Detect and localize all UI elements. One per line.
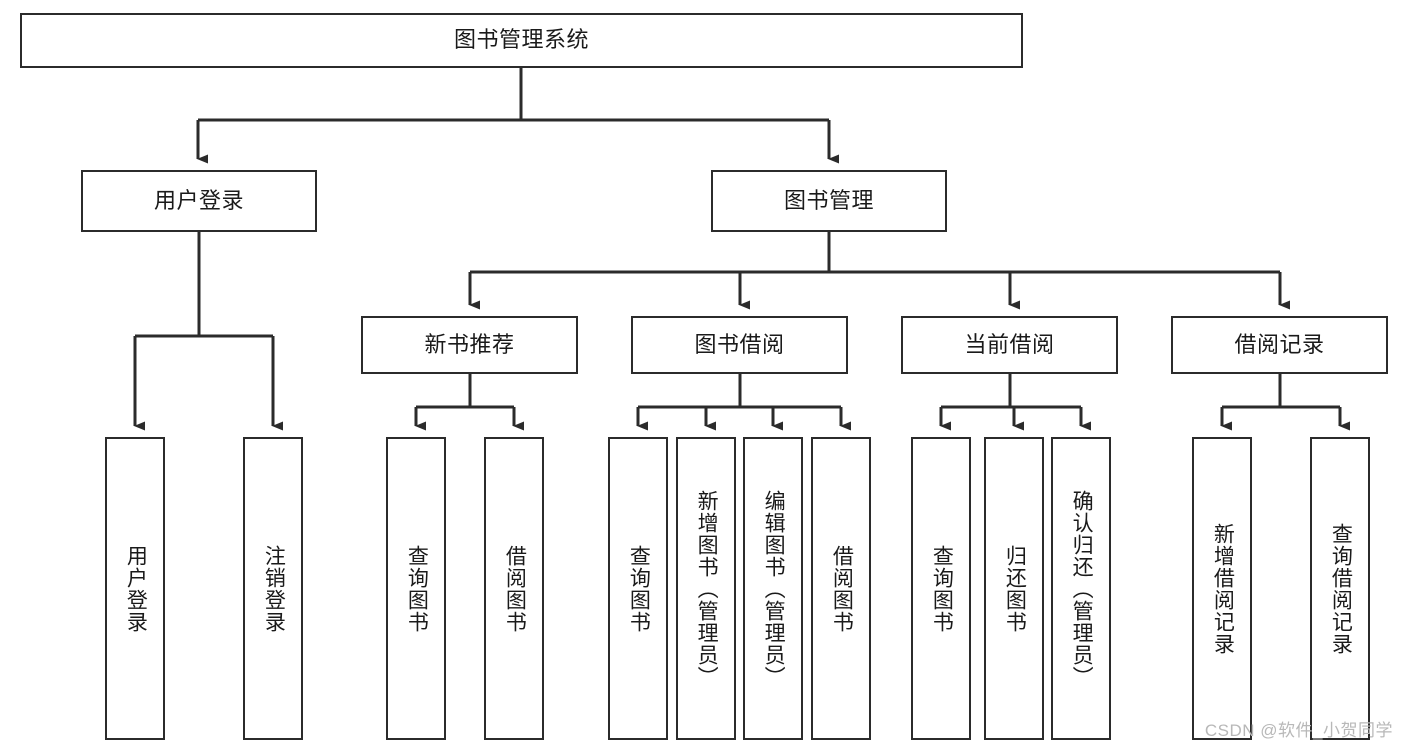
edges-userlogin-to-leaves [133,232,283,431]
node-new-book-recommend-label: 新书推荐 [424,331,515,357]
node-user-login[interactable]: 用户登录 [81,170,317,232]
edges-newbook-to-leaves [414,374,524,431]
node-root-label: 图书管理系统 [453,27,589,53]
leaf-query-book-current-label: 查询图书 [930,544,954,633]
node-book-manage-label: 图书管理 [783,187,874,213]
leaf-query-book-recommend[interactable]: 查询图书 [386,437,446,740]
edges-borrowrecord-to-leaves [1220,374,1350,431]
leaf-edit-book-label: 编辑图书（管理员） [762,489,786,688]
edges-root-to-level2 [196,68,839,164]
leaf-logout[interactable]: 注销登录 [243,437,303,740]
edges-bookborrow-to-leaves [636,374,851,431]
leaf-query-book-borrow-label: 查询图书 [627,544,651,633]
leaf-return-book[interactable]: 归还图书 [984,437,1044,740]
leaf-query-book-recommend-label: 查询图书 [405,544,429,633]
node-borrow-record-label: 借阅记录 [1234,331,1325,357]
leaf-logout-label: 注销登录 [262,544,286,633]
leaf-query-book-current[interactable]: 查询图书 [911,437,971,740]
leaf-add-borrow-record-label: 新增借阅记录 [1211,522,1235,655]
node-current-borrow-label: 当前借阅 [964,331,1055,357]
node-user-login-label: 用户登录 [153,187,244,213]
node-root[interactable]: 图书管理系统 [20,13,1023,68]
leaf-user-login[interactable]: 用户登录 [105,437,165,740]
leaf-add-borrow-record[interactable]: 新增借阅记录 [1192,437,1252,740]
leaf-borrow-book-label: 借阅图书 [830,544,854,633]
leaf-confirm-return[interactable]: 确认归还（管理员） [1051,437,1111,740]
leaf-add-book-label: 新增图书（管理员） [695,489,719,688]
leaf-borrow-book[interactable]: 借阅图书 [811,437,871,740]
edges-bookmanage-to-level3 [468,232,1290,310]
leaf-user-login-label: 用户登录 [124,544,148,633]
leaf-edit-book[interactable]: 编辑图书（管理员） [743,437,803,740]
leaf-query-borrow-record[interactable]: 查询借阅记录 [1310,437,1370,740]
leaf-borrow-book-recommend-label: 借阅图书 [503,544,527,633]
leaf-query-borrow-record-label: 查询借阅记录 [1329,522,1353,655]
node-borrow-record[interactable]: 借阅记录 [1171,316,1388,374]
edges-currentborrow-to-leaves [939,374,1091,431]
node-book-borrow-label: 图书借阅 [694,331,785,357]
leaf-confirm-return-label: 确认归还（管理员） [1070,489,1094,688]
node-current-borrow[interactable]: 当前借阅 [901,316,1118,374]
node-new-book-recommend[interactable]: 新书推荐 [361,316,578,374]
node-book-borrow[interactable]: 图书借阅 [631,316,848,374]
leaf-query-book-borrow[interactable]: 查询图书 [608,437,668,740]
leaf-return-book-label: 归还图书 [1003,544,1027,633]
node-book-manage[interactable]: 图书管理 [711,170,947,232]
leaf-borrow-book-recommend[interactable]: 借阅图书 [484,437,544,740]
leaf-add-book[interactable]: 新增图书（管理员） [676,437,736,740]
